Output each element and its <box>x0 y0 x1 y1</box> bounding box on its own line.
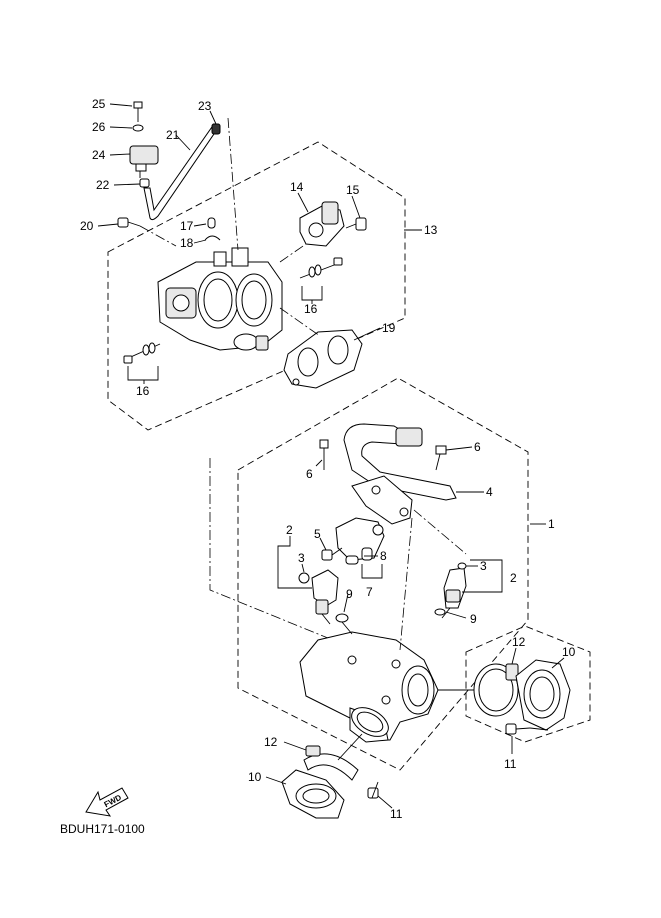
clamp-12a-part <box>473 663 519 717</box>
washer-26-part <box>132 124 144 132</box>
bolt-5-part <box>321 547 343 561</box>
right-joint-outline <box>465 625 591 743</box>
link-bolt-11a <box>529 727 549 731</box>
callout-9b: 9 <box>470 612 477 626</box>
callout-15: 15 <box>346 183 360 197</box>
cap-17-part <box>207 217 216 229</box>
callout-19: 19 <box>382 321 396 335</box>
fuel-rail-4-part <box>343 423 457 525</box>
callout-2a: 2 <box>286 523 293 537</box>
bolt-11a-part <box>505 723 531 735</box>
callout-2b: 2 <box>510 571 517 585</box>
callout-5: 5 <box>314 527 321 541</box>
hose-ring-part <box>351 707 389 737</box>
callout-14: 14 <box>290 180 304 194</box>
callout-8: 8 <box>380 549 387 563</box>
callout-3b: 3 <box>480 559 487 573</box>
fwd-arrow-icon: FWD <box>85 787 129 817</box>
callout-1: 1 <box>548 517 555 531</box>
callout-17: 17 <box>180 219 194 233</box>
callout-21: 21 <box>166 128 180 142</box>
o-ring-3a-part <box>298 572 310 584</box>
callout-9a: 9 <box>346 587 353 601</box>
regulator-8-part <box>335 517 385 561</box>
bolt-6a-part <box>319 439 329 470</box>
bolt-6b-part <box>435 445 447 471</box>
intake-manifold-assembly-outline <box>237 377 529 771</box>
gasket-19-part <box>283 329 363 389</box>
callout-3a: 3 <box>298 551 305 565</box>
clip-22-part <box>139 178 150 188</box>
o-ring-9a-part <box>335 613 349 623</box>
callout-26: 26 <box>92 120 106 134</box>
gasket-link-line <box>279 307 321 337</box>
callout-24: 24 <box>92 148 106 162</box>
bolt-20-link-line <box>139 225 177 247</box>
leader-lines <box>97 103 565 809</box>
callout-12b: 12 <box>264 735 278 749</box>
clip-23-part <box>211 123 221 135</box>
callout-12a: 12 <box>512 635 526 649</box>
link-ring-10b <box>337 733 363 761</box>
seal-7-part <box>345 555 359 565</box>
screw-set-16a-part <box>299 257 343 301</box>
callout-6a: 6 <box>306 467 313 481</box>
bolt-25-part <box>133 101 143 122</box>
sensor-24-part <box>129 145 159 178</box>
callout-11b: 11 <box>390 807 403 821</box>
link-rail-manifold <box>399 517 413 651</box>
throttle-body-assembly-outline <box>107 141 406 431</box>
o-ring-9b-part <box>434 608 446 616</box>
diagram-code: BDUH171-0100 <box>60 822 145 836</box>
hose-21-part <box>143 123 219 221</box>
bolt-11b-part <box>367 781 379 799</box>
injector-2b-part <box>441 567 467 619</box>
bolt-20-part <box>117 217 141 228</box>
clip-18-part <box>204 235 221 241</box>
tps-link-line <box>279 243 307 263</box>
callout-22: 22 <box>96 178 110 192</box>
callout-25: 25 <box>92 97 106 111</box>
link-rail-body <box>413 509 467 555</box>
clamp-12b-part <box>303 745 359 781</box>
screw-set-16b-part <box>123 342 161 381</box>
callout-18: 18 <box>180 236 194 250</box>
callout-7: 7 <box>366 585 373 599</box>
hose-link-line <box>227 117 239 251</box>
sensor-14-part <box>299 201 345 247</box>
callout-16b: 16 <box>136 384 150 398</box>
o-ring-3b-part <box>457 562 467 570</box>
callout-6b: 6 <box>474 440 481 454</box>
callout-20: 20 <box>80 219 94 233</box>
joint-10a-part <box>515 659 571 731</box>
callout-23: 23 <box>198 99 212 113</box>
callout-10b: 10 <box>248 770 262 784</box>
manifold-link-line <box>209 458 346 646</box>
callout-4: 4 <box>486 485 493 499</box>
callout-16a: 16 <box>304 302 318 316</box>
callout-11a: 11 <box>504 757 517 771</box>
screw-15-part <box>345 217 367 231</box>
callout-labels: 25 26 24 22 23 21 20 17 18 14 15 13 16 1… <box>80 97 576 821</box>
callout-13: 13 <box>424 223 438 237</box>
joint-10b-part <box>281 769 345 819</box>
injector-2a-part <box>311 569 339 625</box>
link-injector-9 <box>341 621 353 635</box>
callout-10a: 10 <box>562 645 576 659</box>
throttle-body-part <box>157 247 283 351</box>
